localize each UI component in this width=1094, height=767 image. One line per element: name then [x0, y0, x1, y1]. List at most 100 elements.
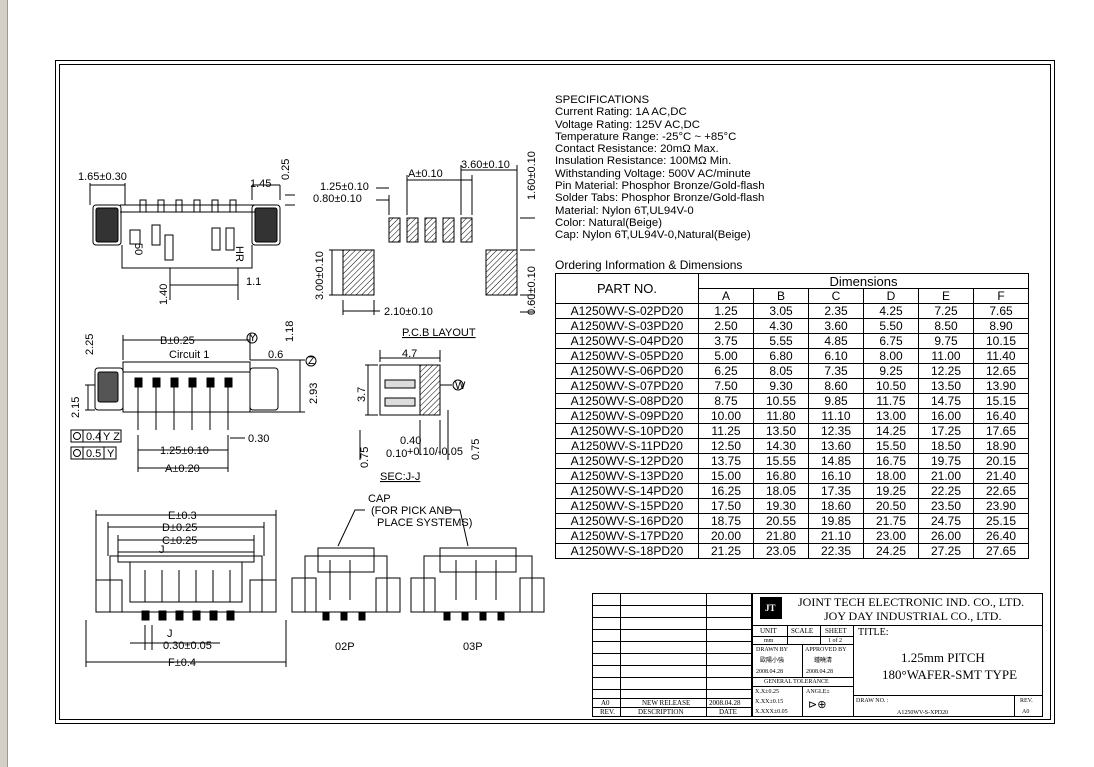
- dimension-cell-a: 3.75: [698, 333, 754, 349]
- dimension-cell-a: 15.00: [698, 468, 754, 484]
- projection-symbol-icon: ⊳⊕: [808, 699, 827, 711]
- pcb-pitch-dim: 1.25±0.10: [320, 181, 369, 193]
- history-date: 2008.04.28: [709, 699, 741, 707]
- pcb-pad-width-dim: 0.80±0.10: [313, 193, 362, 205]
- specifications-block: SPECIFICATIONS Current Rating: 1A AC,DC …: [555, 94, 765, 242]
- top-215-dim: 2.15: [70, 397, 82, 418]
- spec-line: Voltage Rating: 125V AC,DC: [555, 118, 701, 131]
- history-column-rule: [620, 593, 621, 717]
- history-description: NEW RELEASE: [642, 699, 691, 707]
- side-view: [89, 183, 295, 300]
- top-030-dim: 0.30: [248, 433, 269, 445]
- tol-frame-2-ref: Y: [107, 448, 115, 460]
- side-tail-dim: 1.1: [246, 276, 261, 288]
- dimension-cell-e: 16.00: [918, 408, 974, 424]
- dimension-cell-c: 6.10: [808, 348, 864, 364]
- sheet-value: 1 of 2: [828, 638, 842, 644]
- front-c-dim: C±0.25: [162, 535, 197, 547]
- dimension-cell-d: 10.50: [863, 378, 919, 394]
- dimension-cell-b: 15.55: [753, 453, 809, 469]
- drawn-by-label: DRAWN BY: [756, 647, 789, 653]
- dimension-cell-b: 9.30: [753, 378, 809, 394]
- drawn-by-name: 歐陽小強: [760, 658, 785, 664]
- dimension-cell-c: 3.60: [808, 318, 864, 334]
- spec-line: Current Rating: 1A AC,DC: [555, 106, 687, 119]
- tolerance-xxx: X.XXX±0.05: [755, 709, 788, 715]
- history-rule: [592, 707, 752, 708]
- dimension-cell-f: 8.90: [973, 318, 1029, 334]
- section-040-dim: 0.40: [400, 435, 421, 447]
- column-header-f: F: [973, 288, 1029, 304]
- dimension-cell-c: 14.85: [808, 453, 864, 469]
- unit-value: mm: [764, 638, 774, 644]
- dimension-cell-d: 9.25: [863, 363, 919, 379]
- dimension-cell-f: 26.40: [973, 528, 1029, 544]
- tolerance-xx: X.XX±0.15: [755, 699, 784, 705]
- dimension-cell-e: 19.75: [918, 453, 974, 469]
- top-06-dim: 0.6: [268, 349, 283, 361]
- top-b-dim: B±0.25: [160, 335, 195, 347]
- section-47-dim: 4.7: [402, 348, 417, 360]
- title-column-rule: [1014, 695, 1015, 717]
- dimension-cell-f: 17.65: [973, 423, 1029, 439]
- dimension-cell-a: 12.50: [698, 438, 754, 454]
- front-030-dim: 0.30±0.05: [163, 640, 212, 652]
- dimension-cell-a: 5.00: [698, 348, 754, 364]
- drawing-border-outer: [55, 60, 1055, 724]
- column-header-d: D: [863, 288, 919, 304]
- dimension-cell-f: 20.15: [973, 453, 1029, 469]
- spec-line: Solder Tabs: Phosphor Bronze/Gold-flash: [555, 192, 765, 205]
- dimension-cell-d: 8.00: [863, 348, 919, 364]
- dimension-cell-d: 24.25: [863, 543, 919, 559]
- top-circuit-label: Circuit 1: [169, 349, 209, 361]
- part-number-cell: A1250WV-S-09PD20: [555, 408, 699, 424]
- drawn-date: 2008.04.28: [756, 669, 783, 675]
- front-d-dim: D±0.25: [162, 522, 197, 534]
- dimension-cell-a: 17.50: [698, 498, 754, 514]
- column-header-a: A: [698, 288, 754, 304]
- drawing-border-inner: [59, 64, 1051, 720]
- top-pitch-dim: 1.25±0.10: [160, 445, 209, 457]
- company-name-2: JOY DAY INDUSTRIAL CO., LTD.: [824, 609, 1002, 623]
- title-rule: [752, 636, 853, 637]
- dimension-cell-a: 2.50: [698, 318, 754, 334]
- part-number-cell: A1250WV-S-04PD20: [555, 333, 699, 349]
- dimension-cell-e: 14.75: [918, 393, 974, 409]
- ordering-title: Ordering Information & Dimensions: [555, 258, 743, 272]
- title-rule: [752, 677, 853, 678]
- part-number-cell: A1250WV-S-13PD20: [555, 468, 699, 484]
- pcb-right-v-dim: 1.60±0.10: [526, 151, 538, 200]
- front-f-dim: F±0.4: [168, 657, 196, 669]
- top-225-dim: 2.25: [84, 334, 96, 355]
- dimension-cell-d: 18.00: [863, 468, 919, 484]
- section-010-tolerance: +0.10/-0.05: [407, 446, 463, 458]
- dimension-cell-c: 11.10: [808, 408, 864, 424]
- dimension-cell-f: 27.65: [973, 543, 1029, 559]
- spec-line: Insulation Resistance: 100MΩ Min.: [555, 155, 732, 168]
- dimension-cell-d: 6.75: [863, 333, 919, 349]
- side-top-dim: 1.45: [250, 178, 271, 190]
- front-view: [85, 510, 287, 667]
- dimension-cell-a: 8.75: [698, 393, 754, 409]
- spec-line: Cap: Nylon 6T,UL94V-0,Natural(Beige): [555, 229, 751, 242]
- history-col-rev: REV.: [600, 708, 615, 716]
- history-col-description: DESCRIPTION: [638, 708, 684, 716]
- tolerance-x: X.X±0.25: [755, 689, 779, 695]
- dimension-cell-b: 3.05: [753, 303, 809, 319]
- spec-line: Contact Resistance: 20mΩ Max.: [555, 143, 719, 156]
- scale-label: SCALE: [791, 627, 814, 635]
- unit-label: UNIT: [760, 627, 777, 635]
- dimension-cell-b: 21.80: [753, 528, 809, 544]
- rev-value: A0: [1022, 709, 1030, 715]
- history-rule: [592, 629, 752, 630]
- dimension-cell-e: 8.50: [918, 318, 974, 334]
- sheet-label: SHEET: [825, 627, 847, 635]
- history-rule: [592, 605, 752, 606]
- pcb-a-dim: A±0.10: [408, 168, 443, 180]
